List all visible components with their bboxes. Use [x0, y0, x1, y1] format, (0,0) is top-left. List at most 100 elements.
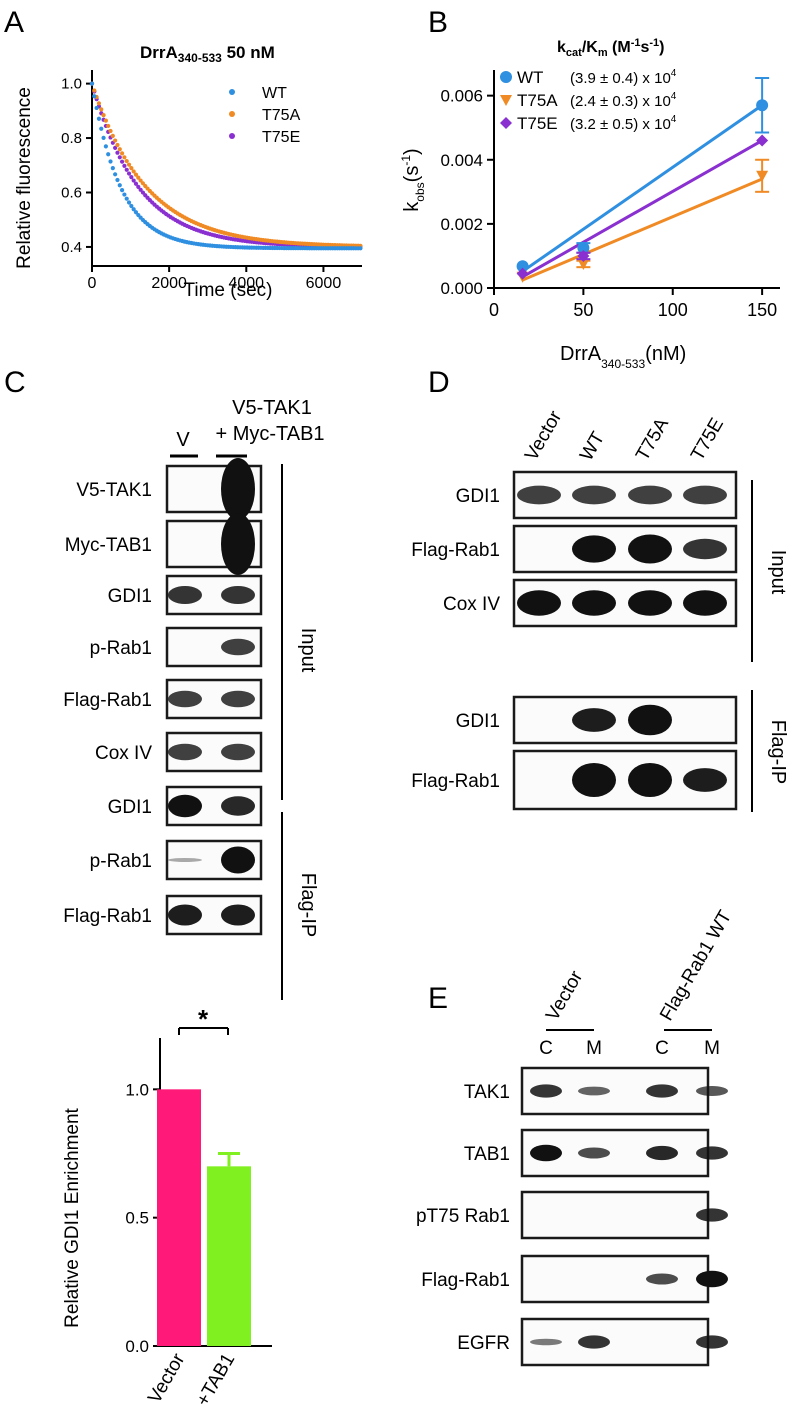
panel-a-point-t75e — [138, 187, 143, 192]
panel-b-point-t75a — [577, 258, 590, 270]
panel-a-legend-label: WT — [262, 85, 287, 102]
panel-b-fit-lines — [521, 104, 763, 282]
panel-c-blot-row-label: GDI1 — [108, 586, 152, 607]
panel-e-blot-membrane — [520, 1190, 710, 1240]
panel-a-point-wt — [129, 203, 134, 209]
panel-b-ylabel: kobs(s-1) — [399, 148, 427, 211]
panel-c-flagip-label: Flag-IP — [297, 873, 319, 937]
panel-a-y-tick-label: 1.0 — [61, 76, 82, 93]
panel-b-fit-t75a — [522, 177, 763, 282]
panel-c-blot-row-label: p-Rab1 — [90, 851, 152, 872]
panel-c-blot-band — [221, 513, 255, 575]
panel-e-col-label: M — [586, 1038, 602, 1059]
panel-a-point-t75e — [122, 163, 127, 168]
panel-d-blot-row-label: Cox IV — [443, 594, 500, 615]
panel-c-blot-row-label: Myc-TAB1 — [65, 535, 152, 556]
panel-b-x-tick-label: 0 — [489, 300, 499, 320]
panel-d-blot-row: Flag-Rab1 — [411, 749, 738, 811]
panel-e-blot-band — [530, 1338, 562, 1346]
panel-d-blot-band — [572, 763, 616, 797]
panel-a-point-wt — [122, 192, 127, 197]
panel-b-y-tick-label: 0.004 — [440, 151, 483, 170]
panel-b-fit-wt — [521, 104, 763, 273]
panel-a-point-t75a — [117, 147, 122, 152]
panel-b-legend-exponent: 4 — [671, 114, 677, 125]
panel-a-point-t75e — [136, 184, 141, 189]
panel-b-legend-name: T75E — [517, 114, 558, 133]
panel-c-blot-band — [221, 586, 255, 604]
panel-a-xlabel: Time (sec) — [183, 280, 272, 301]
panel-a-legend-label: T75A — [262, 107, 301, 124]
panel-c-blot-band — [168, 858, 202, 862]
panel-b-fit-t75e — [521, 139, 763, 279]
panel-a-point-wt — [92, 94, 97, 99]
panel-a-point-t75e — [133, 181, 139, 186]
panel-c-blot-row-label: GDI1 — [108, 797, 152, 818]
panel-d-blot-band — [572, 485, 616, 505]
panel-d-blot-band — [628, 590, 672, 616]
panel-d-blot-band — [628, 763, 672, 797]
panel-a-point-t75a — [124, 158, 129, 164]
panel-c-col-label-tak1: V5-TAK1 — [232, 397, 312, 419]
panel-a-point-t75a — [115, 142, 120, 148]
panel-d-blot-band — [683, 538, 727, 560]
panel-a-point-t75e — [119, 159, 125, 164]
panel-b-legend-marker — [500, 95, 512, 106]
panel-e-blot-row-label: Flag-Rab1 — [421, 1270, 510, 1291]
panel-c-bar-y-tick-label: 1.0 — [125, 1080, 149, 1099]
panel-d-blot-row-label: Flag-Rab1 — [411, 771, 500, 792]
panel-e-blot-band — [696, 1208, 728, 1222]
panel-e-blot-band — [578, 1147, 610, 1159]
panel-c-blot-band — [221, 846, 255, 874]
panel-a-point-t75e — [117, 155, 122, 160]
panel-d-blot-band — [572, 590, 616, 616]
panel-a-point-wt — [96, 116, 102, 121]
panel-a-point-t75e — [113, 145, 118, 150]
panel-c-blot-row: GDI1 — [108, 574, 263, 616]
panel-c-blot-row: Flag-Rab1 — [63, 678, 263, 720]
panel-label-c: C — [4, 366, 26, 399]
panel-a-point-wt — [117, 183, 122, 188]
panel-c-blot-band — [168, 743, 202, 761]
panel-e-blot-band — [578, 1335, 610, 1349]
panel-e-blot-band — [696, 1086, 728, 1096]
panel-a-point-t75a — [106, 123, 111, 129]
panel-a-point-wt — [124, 196, 129, 201]
panel-a-point-t75e — [129, 175, 134, 180]
panel-b-point-wt — [516, 260, 529, 273]
panel-a-point-wt — [115, 177, 120, 183]
panel-e-blot-band — [646, 1084, 678, 1098]
panel-c-blot-row: p-Rab1 — [90, 626, 263, 668]
panel-d-blot-band — [517, 485, 561, 505]
panel-a-point-wt — [108, 159, 113, 164]
panel-d-blot-row: GDI1 — [456, 695, 738, 745]
panel-b-point-t75a — [756, 170, 769, 182]
panel-d-blot-band — [517, 590, 561, 616]
panel-c-blot-row: GDI1 — [108, 785, 263, 827]
panel-label-e: E — [428, 982, 448, 1015]
panel-b-legend-rate: (3.2 ± 0.5) x 104 — [570, 114, 677, 133]
panel-b-legend-header: kcat/Km (M-1s-1) — [557, 37, 665, 59]
panel-e-group-vector: Vector — [542, 967, 587, 1025]
panel-d-col-label: T75A — [632, 414, 673, 464]
panel-b-x-tick-label: 100 — [658, 300, 688, 320]
panel-a-title: DrrA340-533 50 nM — [140, 43, 275, 65]
panel-e-col-label: C — [655, 1038, 669, 1059]
panel-d-col-label: T75E — [687, 415, 728, 465]
panel-c-col-label-v: V — [176, 429, 190, 451]
panel-d-blot-band — [683, 768, 727, 792]
panel-e-blot-row-label: TAB1 — [464, 1144, 510, 1165]
panel-a-y-tick-label: 0.8 — [61, 130, 82, 147]
panel-a-legend-marker — [229, 89, 235, 95]
panel-a-point-wt — [131, 207, 136, 212]
panel-c-bar-1 — [207, 1166, 251, 1346]
panel-a-point-t75a — [113, 138, 118, 143]
panel-d-blot-band — [628, 485, 672, 505]
panel-d-blot-row: Flag-Rab1 — [411, 524, 738, 574]
